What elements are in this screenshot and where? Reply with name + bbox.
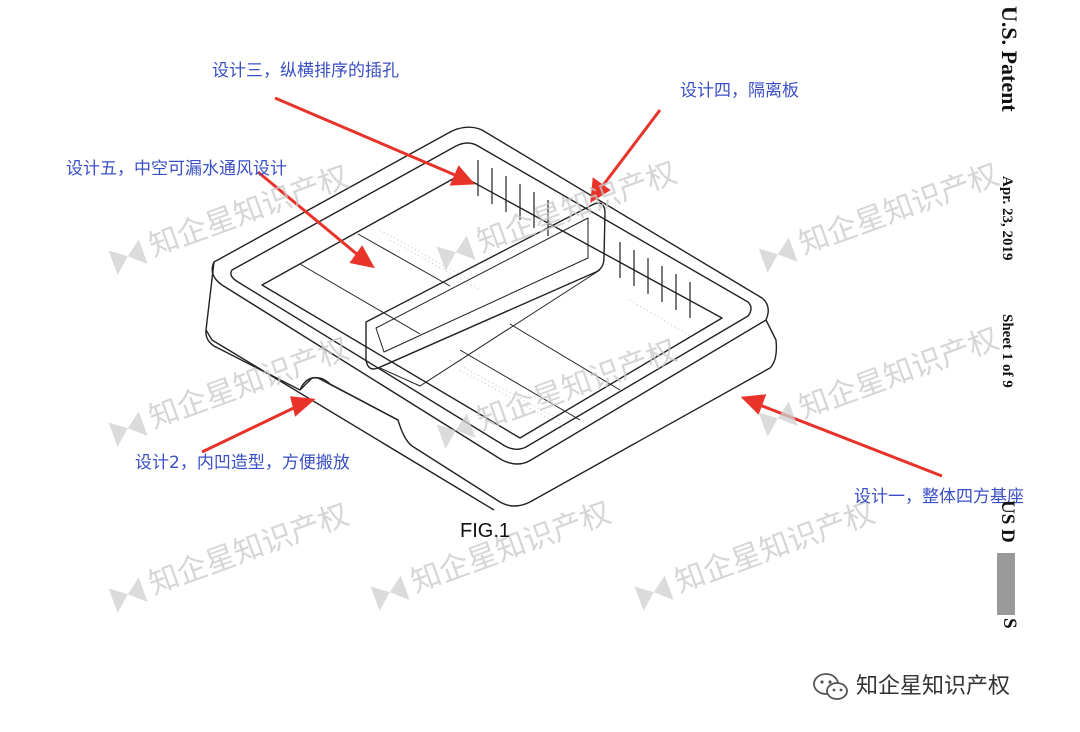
watermark: 知企星知识产权 xyxy=(752,150,1004,278)
footer-text: 知企星知识产权 xyxy=(856,674,1011,699)
watermark: 知企星知识产权 xyxy=(628,488,880,616)
annotation-design-two: 设计2，内凹造型，方便搬放 xyxy=(135,453,350,473)
footer-source: 知企星知识产权 xyxy=(812,668,1010,702)
watermark-logo-icon xyxy=(370,575,410,611)
tray-floor xyxy=(261,174,723,439)
watermark: 知企星知识产权 xyxy=(102,324,354,452)
arrows xyxy=(201,96,943,478)
compartment-line-4 xyxy=(459,349,581,421)
arrow-design-two xyxy=(201,396,316,454)
annotation-design-five: 设计五，中空可漏水通风设计 xyxy=(66,159,287,179)
annotation-design-three: 设计三，纵横排序的插孔 xyxy=(212,61,399,81)
wechat-icon xyxy=(813,673,848,700)
tray-base-left xyxy=(205,261,778,507)
patent-sheet: Sheet 1 of 9 xyxy=(999,314,1015,388)
divider-board-inner xyxy=(375,217,589,353)
patent-number-suffix: S xyxy=(999,618,1020,629)
watermark: 知企星知识产权 xyxy=(430,326,682,454)
watermark-logo-icon xyxy=(108,577,148,613)
compartment-line-2 xyxy=(357,233,451,287)
watermark: 知企星知识产权 xyxy=(102,490,354,618)
redacted-patent-number xyxy=(997,553,1015,615)
watermark-logo-icon xyxy=(634,575,674,611)
watermark: 知企星知识产权 xyxy=(364,488,616,616)
patent-number-prefix: US D xyxy=(997,500,1018,543)
watermark-logo-icon xyxy=(436,235,476,271)
arrow-design-five xyxy=(257,170,375,269)
compartment-line-3 xyxy=(509,323,621,391)
arrow-design-four xyxy=(590,109,662,203)
arrow-design-three xyxy=(274,96,476,186)
tray-base-bottom xyxy=(205,329,495,511)
watermark: 知企星知识产权 xyxy=(752,314,1004,442)
patent-date: Apr. 23, 2019 xyxy=(999,176,1015,261)
watermark: 知企星知识产权 xyxy=(102,152,354,280)
slots-back-wall xyxy=(477,160,691,318)
compartment-line-1 xyxy=(299,263,421,335)
floor-shading xyxy=(379,229,691,431)
annotation-design-four: 设计四，隔离板 xyxy=(680,81,799,101)
watermark-logo-icon xyxy=(436,413,476,449)
handle-notch xyxy=(299,377,399,421)
divider-foot xyxy=(379,269,601,387)
watermark-logo-icon xyxy=(758,401,798,437)
patent-title: U.S. Patent xyxy=(997,6,1022,112)
watermark: 知企星知识产权 xyxy=(430,148,682,276)
annotation-design-one: 设计一，整体四方基座 xyxy=(854,487,1024,507)
tray-inner-rim xyxy=(230,142,752,450)
figure-label: FIG.1 xyxy=(460,520,511,542)
divider-board xyxy=(365,202,606,370)
watermark-logo-icon xyxy=(108,239,148,275)
watermark-logo-icon xyxy=(758,237,798,273)
watermark-logo-icon xyxy=(108,411,148,447)
